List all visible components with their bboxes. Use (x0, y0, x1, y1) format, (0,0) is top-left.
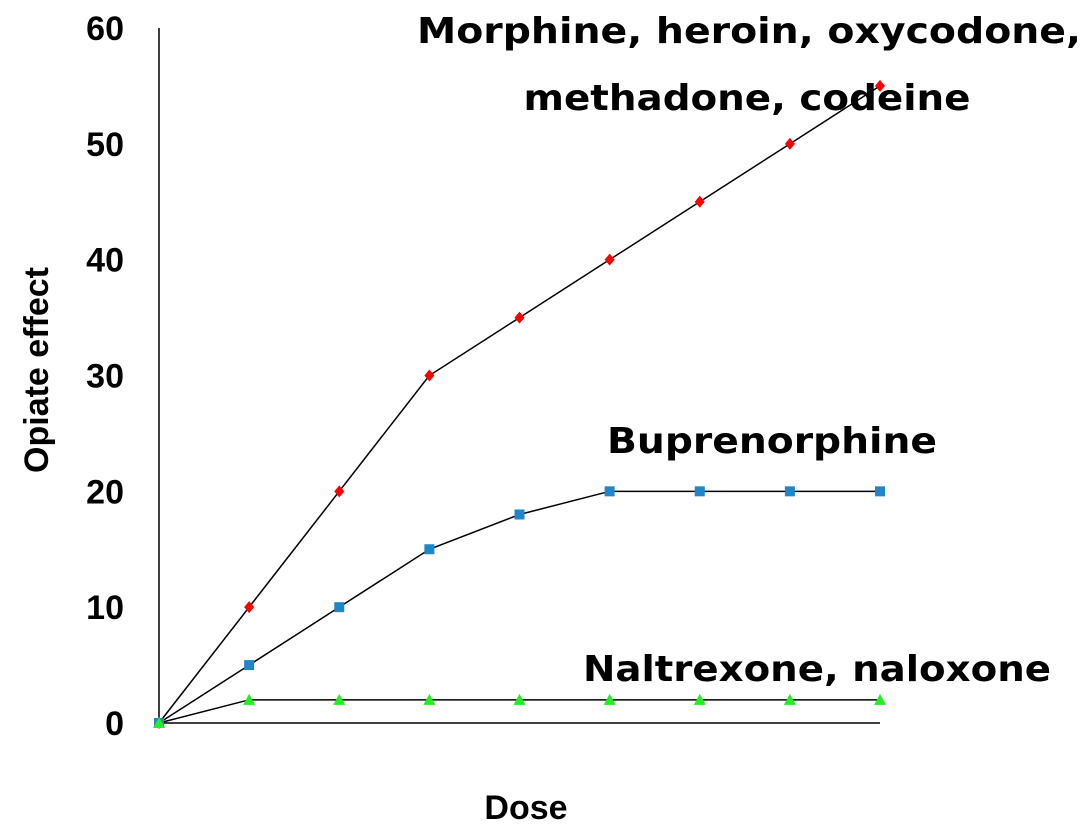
annotation-full-agonists-line-1: Morphine, heroin, oxycodone, (417, 11, 1081, 52)
series-3-point (603, 693, 616, 705)
series-lines (158, 85, 881, 724)
series-1-point (604, 253, 615, 266)
series-2-point (784, 486, 795, 497)
y-tick-label: 20 (86, 473, 124, 511)
series-2-point (514, 509, 525, 520)
series-3-point (513, 693, 526, 705)
y-axis-title: Opiate effect (18, 267, 56, 473)
series-1-point (334, 485, 345, 498)
series-2-point (334, 602, 345, 613)
series-annotations: Morphine, heroin, oxycodone, methadone, … (417, 11, 1081, 690)
series-2-point (604, 486, 615, 497)
y-tick-label: 50 (86, 126, 124, 164)
series-2-point (244, 660, 255, 671)
series-1-point (244, 601, 255, 614)
annotation-full-agonists-line-2: methadone, codeine (524, 78, 971, 119)
annotation-antagonists: Naltrexone, naloxone (583, 649, 1051, 690)
series-3-point (333, 693, 346, 705)
y-tick-labels: 0 10 20 30 40 50 60 (86, 10, 124, 743)
series-1-point (694, 195, 705, 208)
series-2-point (694, 486, 705, 497)
x-axis-title: Dose (484, 789, 567, 826)
series-3-point (693, 693, 706, 705)
series-1-point (424, 369, 435, 382)
y-tick-label: 10 (86, 589, 124, 627)
series-markers (153, 79, 886, 729)
series-3-point (423, 693, 436, 705)
series-2-point (424, 544, 435, 555)
annotation-partial-agonist: Buprenorphine (607, 421, 937, 462)
y-tick-label: 0 (105, 705, 124, 743)
series-2-point (875, 486, 885, 497)
series-3-point (783, 693, 796, 705)
series-3-point (243, 693, 256, 705)
y-tick-label: 30 (86, 358, 124, 396)
series-1-point (784, 137, 795, 150)
series-3-point (874, 693, 886, 705)
series-line-1 (158, 85, 881, 724)
series-3-point (153, 717, 165, 728)
y-tick-label: 60 (86, 10, 124, 48)
y-tick-label: 40 (86, 242, 124, 280)
series-1-point (875, 79, 885, 92)
axes (158, 28, 880, 724)
series-1-point (514, 311, 525, 324)
